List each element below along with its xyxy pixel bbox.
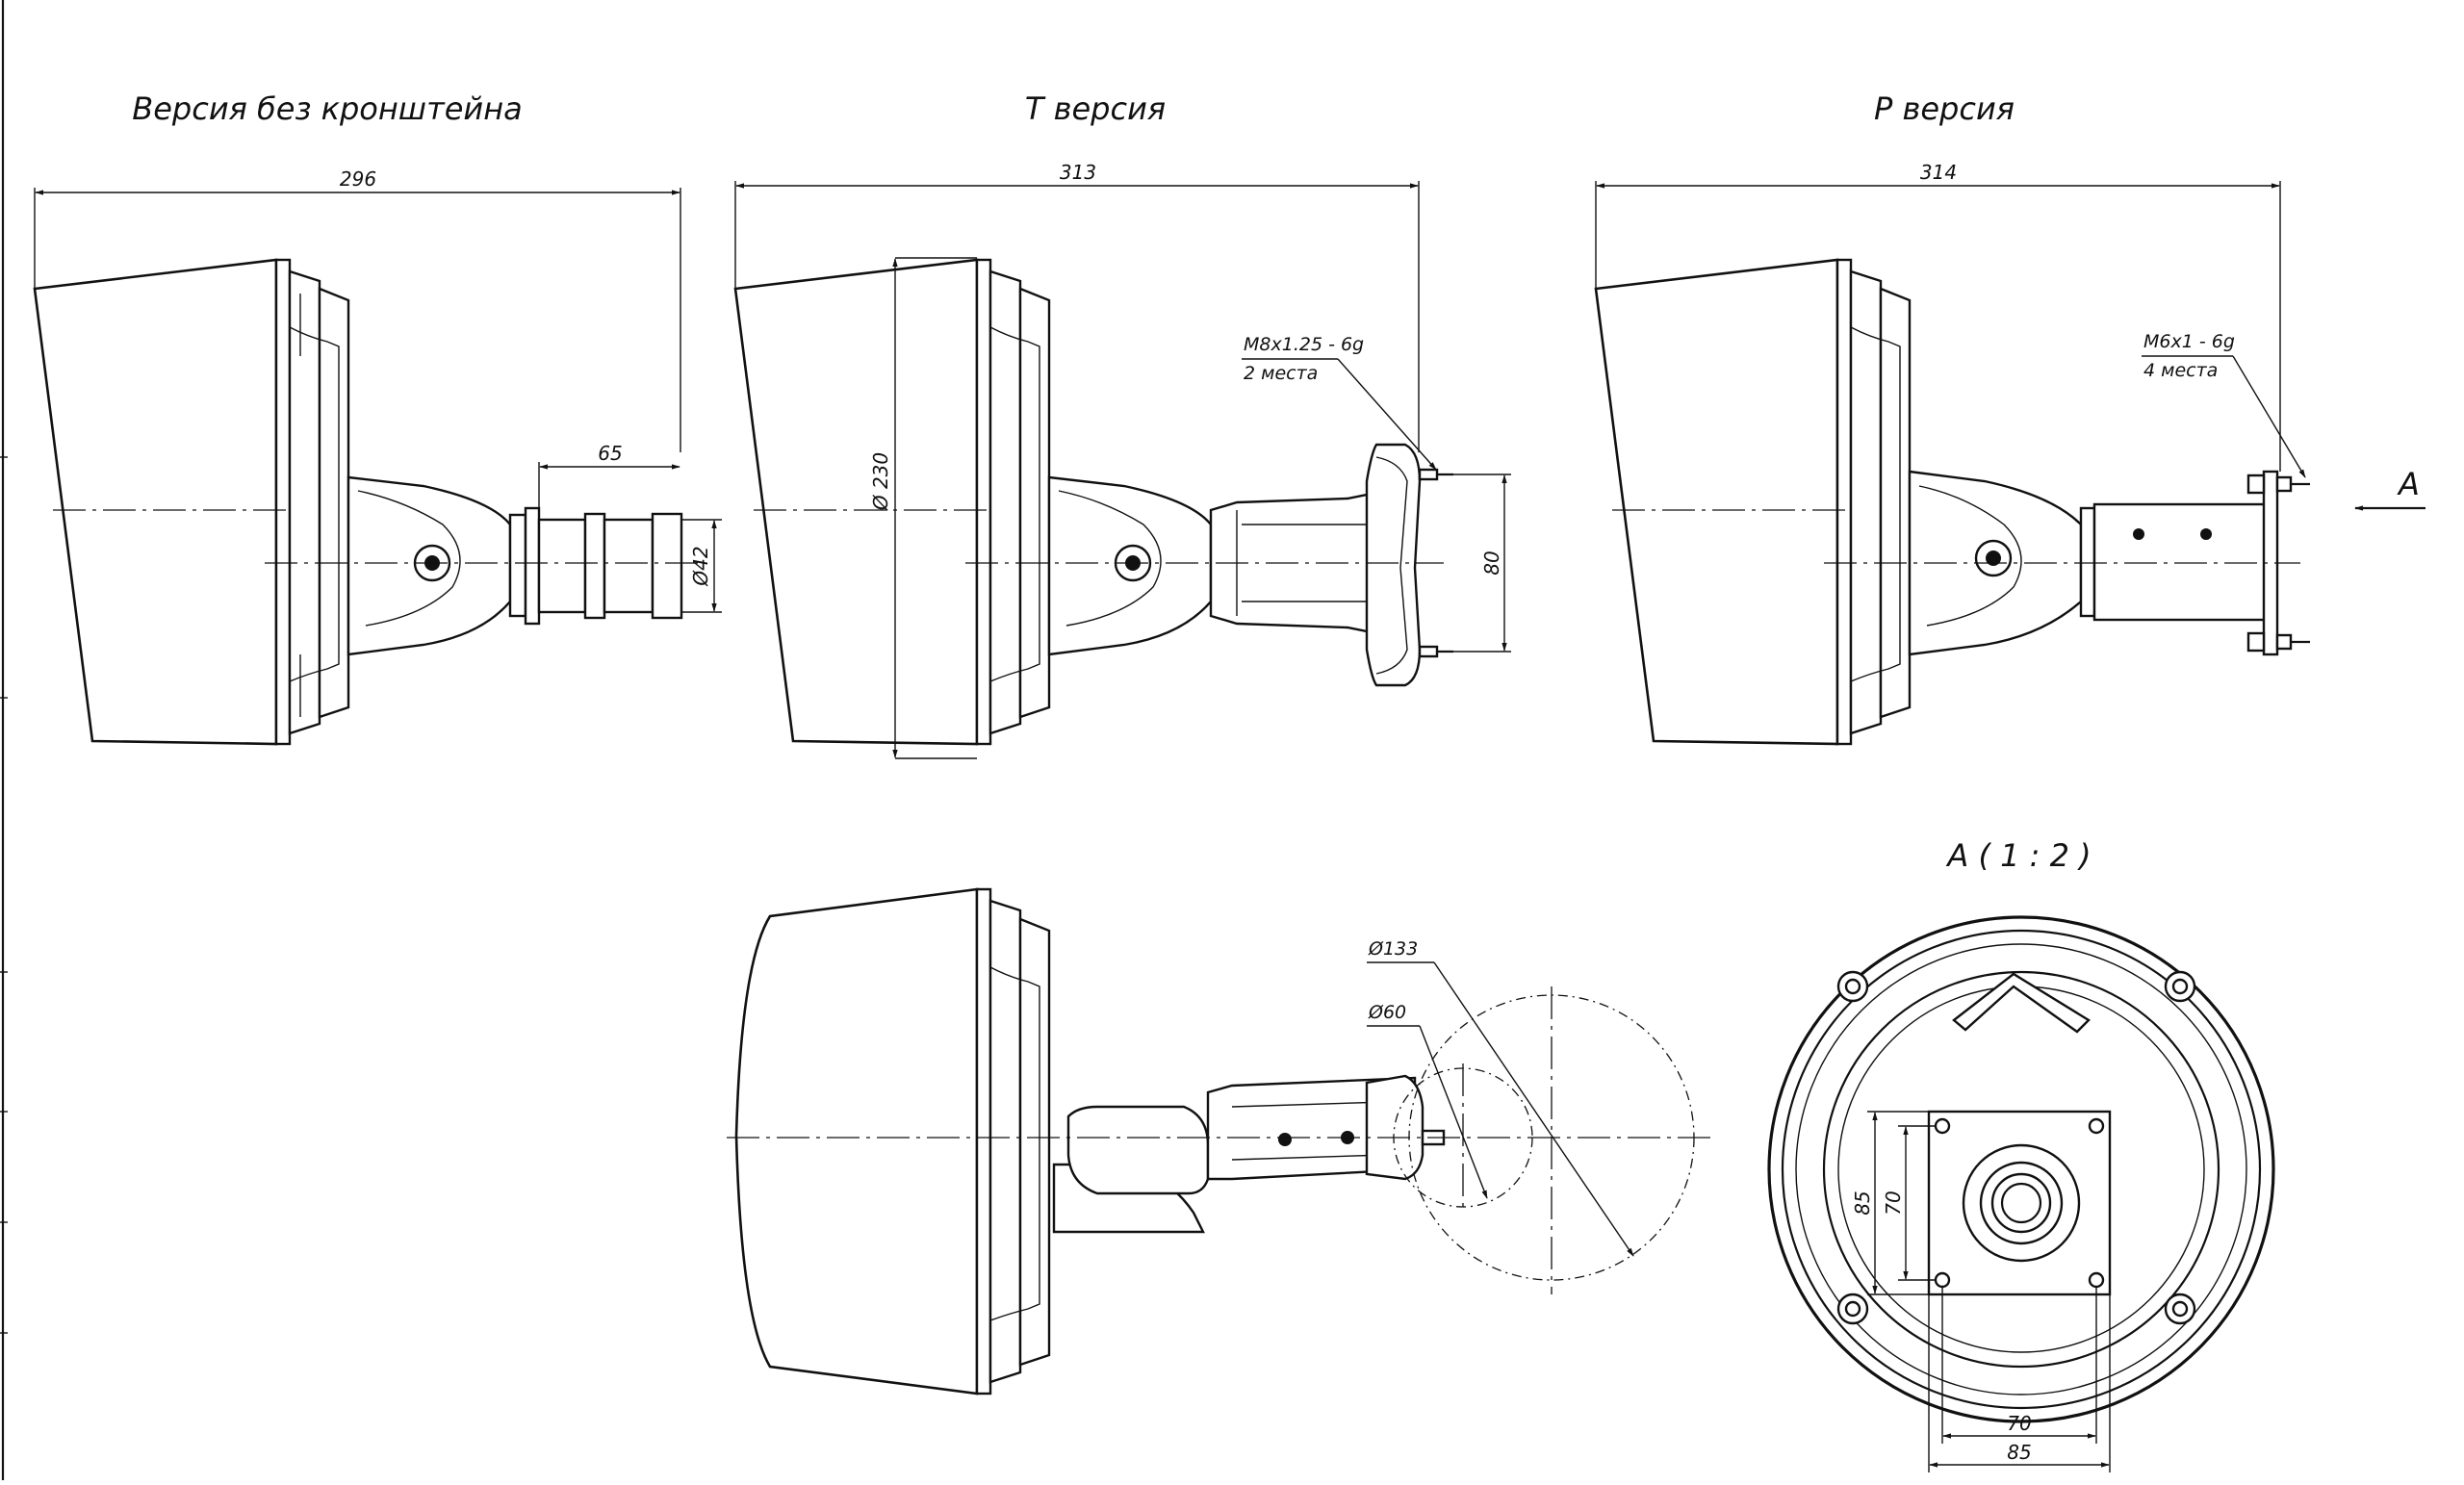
dim-plate-inner-h-label: 70: [2007, 1412, 2031, 1435]
view-p-version-title: P версия: [1874, 90, 2015, 127]
dim-overall-label: 296: [340, 167, 376, 191]
view-detail-a: A ( 1 : 2 ) 85 70: [1767, 837, 2275, 1472]
camera-housing: [734, 887, 979, 1395]
thread-count-label: 4 места: [2143, 360, 2218, 381]
camera-housing: [1594, 258, 1839, 746]
view-rotated-bracket: Ø133 Ø60: [727, 887, 1713, 1395]
detail-a-title: A ( 1 : 2 ): [1945, 837, 2091, 874]
dim-flange-spacing-label: 80: [1480, 550, 1503, 575]
view-t-version-title: T версия: [1025, 90, 1166, 127]
housing-outer-ring: [1767, 915, 2275, 1423]
dim-housing-diameter-label: Ø 230: [869, 452, 892, 511]
orientation-chevron: [1952, 972, 2091, 1034]
camera-housing: [733, 258, 979, 746]
camera-housing: [33, 258, 278, 746]
mounting-screws: [1836, 970, 2196, 1325]
dim-shaft-length-label: 65: [598, 442, 622, 465]
mount-arm: [1066, 1105, 1210, 1195]
dim-shaft-diameter-label: Ø42: [689, 546, 712, 586]
view-t-version: T версия 313 Ø 230: [733, 90, 1511, 759]
dim-large-circle-label: Ø133: [1368, 938, 1418, 960]
view-no-bracket: Версия без кронштейна 296 65: [33, 90, 722, 746]
thread-spec-label: M8x1.25 - 6g: [1244, 334, 1364, 355]
dim-plate-outer-v-label: 85: [1851, 1191, 1874, 1215]
sheet-frame: [0, 0, 8, 1480]
thread-spec-label: M6x1 - 6g: [2143, 331, 2235, 352]
view-no-bracket-title: Версия без кронштейна: [132, 90, 522, 127]
dim-plate-outer-h-label: 85: [2007, 1441, 2031, 1464]
t-flange: [1365, 443, 1422, 687]
dim-small-circle-label: Ø60: [1368, 1002, 1406, 1023]
view-p-version: P версия 314 M6: [1594, 90, 2426, 746]
dim-plate-inner-v-label: 70: [1882, 1191, 1905, 1215]
dim-overall-label: 313: [1060, 161, 1096, 184]
thread-count-label: 2 места: [1244, 363, 1318, 384]
view-arrow-label: A: [2397, 466, 2420, 502]
rotation-envelope-large: [1408, 994, 1695, 1281]
dim-overall-label: 314: [1920, 161, 1957, 184]
